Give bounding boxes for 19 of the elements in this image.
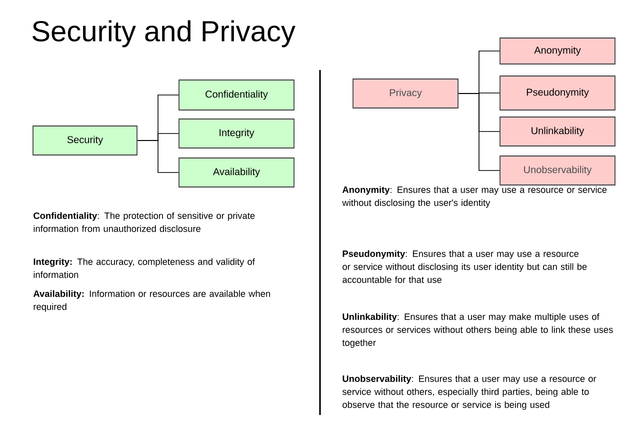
category-box: Integrity — [178, 118, 294, 148]
category-box: Unlinkability — [500, 116, 616, 146]
definition-text: Availability: Information or resources are available when required — [33, 290, 270, 312]
definition-text: Unlinkability: Ensures that a user may make multiple uses of resources or services without others being able to link these uses together — [342, 313, 613, 348]
category-box: Confidentiality — [178, 80, 294, 110]
definition-text: Integrity: The accuracy, completeness and validity of information — [34, 258, 255, 278]
category-box: Pseudonymity — [500, 76, 616, 110]
connector-line — [137, 140, 179, 173]
connector-line — [458, 93, 500, 171]
definition-text: Unobservability: Ensures that a user may use a resource or service without others, especially third parties, being able to observe that the resource or service is being used — [342, 375, 596, 410]
definition-text: Anonymity: Ensures that a user may use a resource or service without disclosing the user's identity — [342, 186, 607, 208]
category-box: Unobservability — [500, 156, 616, 186]
category-box: Privacy — [352, 78, 458, 108]
category-box: Availability — [178, 158, 294, 188]
category-box: Security — [32, 126, 138, 156]
title: Security and Privacy — [32, 20, 296, 48]
definition-text: Confidentiality: The protection of sensitive or private information from unauthorized disclosure — [34, 212, 255, 232]
definition-text: Pseudonymity: Ensures that a user may use a resource or service without disclosing its user identity but can still be accountable for that use — [342, 250, 587, 283]
category-box: Anonymity — [500, 38, 616, 64]
